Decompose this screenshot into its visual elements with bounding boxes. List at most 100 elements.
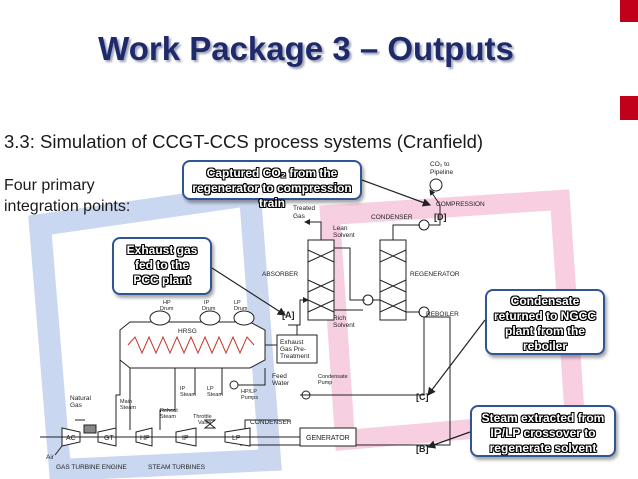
lp-to-condenser-line xyxy=(244,419,290,430)
lean-label: Lean xyxy=(333,225,348,232)
generator-box xyxy=(299,427,357,447)
compression-label: COMPRESSION xyxy=(436,201,485,208)
condensate-return-line xyxy=(300,317,425,396)
feed-label: Feed xyxy=(272,373,287,380)
hp-drum xyxy=(149,310,171,326)
natural-gas-label-1: Natural xyxy=(70,395,92,402)
gt-exhaust-to-hrsg xyxy=(115,345,121,437)
treated-label: Treated xyxy=(293,205,316,212)
callout-exhaust-line-3: PCC plant xyxy=(133,273,191,287)
callout-condensate: Condensate returned to NGCC plant from t… xyxy=(485,289,605,355)
slide-title: Work Package 3 – Outputs xyxy=(98,30,514,67)
hp-drum-label-1: HP xyxy=(163,300,171,306)
exhaust-label-1: Exhaust xyxy=(280,339,304,346)
air-label: Air xyxy=(46,454,55,461)
lean-solvent-line xyxy=(334,247,365,301)
ip-steam-label-1: IP xyxy=(180,386,186,392)
regenerator-label: REGENERATOR xyxy=(410,271,460,278)
ip-label: IP xyxy=(182,435,189,442)
rich-solvent-label: Solvent xyxy=(333,322,355,329)
reheat-line xyxy=(159,368,176,430)
lp-steam-label-1: LP xyxy=(207,386,214,392)
marker-d: [D] xyxy=(434,212,447,222)
treated-gas-line xyxy=(304,219,322,240)
intro-line-1: Four primary xyxy=(4,177,95,194)
condenser-top-icon xyxy=(418,219,430,231)
main-steam-label-2: Steam xyxy=(120,405,136,411)
ip-drum-label-2: Drum xyxy=(202,306,216,312)
gas-label: Gas xyxy=(293,213,306,220)
hplp-pump-icon xyxy=(229,380,239,390)
exhaust-label-3: Treatment xyxy=(280,353,310,360)
callout-steam-line-3: regenerate solvent xyxy=(489,441,597,455)
callout-exhaust-gas: Exhaust gas fed to the PCC plant xyxy=(112,237,212,295)
marker-b: [B] xyxy=(416,444,429,454)
steam-turbines-label: STEAM TURBINES xyxy=(148,464,206,471)
combustor-icon xyxy=(83,424,97,434)
natural-gas-label-2: Gas xyxy=(70,402,83,409)
accent-bar-top xyxy=(620,0,638,22)
water-label: Water xyxy=(272,380,290,387)
regen-overhead-line xyxy=(392,224,420,240)
callout-exhaust-line-1: Exhaust gas xyxy=(126,243,198,257)
compressor-icon xyxy=(429,178,443,192)
reheat-label-2: Steam xyxy=(160,414,176,420)
throttle-label-1: Throttle xyxy=(193,414,212,420)
hrsg-label: HRSG xyxy=(178,328,197,335)
marker-a: [A] xyxy=(282,310,295,320)
cond-pump-label-2: Pump xyxy=(318,380,332,386)
callout-condensate-line-4: reboiler xyxy=(522,339,567,353)
lp-drum-label-2: Drum xyxy=(234,306,248,312)
slide-subtitle: 3.3: Simulation of CCGT-CCS process syst… xyxy=(4,131,484,152)
hplp-label-2: Pumps xyxy=(241,395,258,401)
callout-steam-line-1: Steam extracted from xyxy=(481,411,605,425)
cond-pump-label-1: Condensate xyxy=(318,374,348,380)
absorber-label: ABSORBER xyxy=(262,271,298,278)
rich-label: Rich xyxy=(333,315,346,322)
marker-c: [C] xyxy=(416,392,429,402)
generator-label: GENERATOR xyxy=(306,435,350,442)
condenser-top-label: CONDENSER xyxy=(371,214,413,221)
ip-steam-label-2: Steam xyxy=(180,392,196,398)
accent-bar-middle xyxy=(620,96,638,120)
callout-steam-extracted: Steam extracted from IP/LP crossover to … xyxy=(470,405,616,457)
callout-captured-line-1: Captured CO₂ from the xyxy=(206,166,338,180)
feed-water-line xyxy=(238,368,266,386)
hrsg-coil xyxy=(127,335,255,355)
lp-drum xyxy=(233,310,255,326)
callout-captured-line-2: regenerator to compression train xyxy=(192,181,352,210)
ac-label: AC xyxy=(66,435,76,442)
lean-solvent-label: Solvent xyxy=(333,232,355,239)
callout-condensate-line-3: plant from the xyxy=(505,324,585,338)
condensate-pump-icon xyxy=(301,390,311,400)
gas-turbine-engine-label: GAS TURBINE ENGINE xyxy=(56,464,127,471)
callout-condensate-line-1: Condensate xyxy=(510,294,580,308)
lp-steam-label-2: Steam xyxy=(207,392,223,398)
gt-label: GT xyxy=(104,435,114,442)
blue-frame-shape xyxy=(28,182,282,479)
air-inlet-line xyxy=(54,445,63,456)
lp-label: LP xyxy=(232,435,241,442)
absorber-packing xyxy=(307,249,335,313)
pipeline-label: Pipeline xyxy=(430,169,454,176)
regenerator-packing xyxy=(379,249,407,313)
hrsg-box xyxy=(119,321,266,369)
hp-drum-label-2: Drum xyxy=(160,306,174,312)
callout-condensate-line-2: returned to NGCC xyxy=(494,309,596,323)
heat-exchanger-icon xyxy=(362,294,374,306)
co2-to-label: CO₂ to xyxy=(430,161,450,168)
callout-exhaust-line-2: fed to the xyxy=(135,258,189,272)
ip-drum-label-1: IP xyxy=(204,300,210,306)
co2-to-compression-line xyxy=(429,189,441,226)
main-steam-label-1: Main xyxy=(120,399,132,405)
exhaust-to-absorber-line xyxy=(288,297,309,326)
callout-captured-co2: Captured CO₂ from the regenerator to com… xyxy=(182,160,362,210)
hp-label: HP xyxy=(140,435,150,442)
intro-line-2: integration points: xyxy=(4,198,131,215)
intro-text: Four primary integration points: xyxy=(4,175,130,217)
condenser-bottom-label: CONDENSER xyxy=(250,419,292,426)
callout-steam-line-2: IP/LP crossover to xyxy=(490,426,596,440)
throttle-valve-icon xyxy=(203,419,217,429)
reboiler-label: REBOILER xyxy=(426,311,459,318)
